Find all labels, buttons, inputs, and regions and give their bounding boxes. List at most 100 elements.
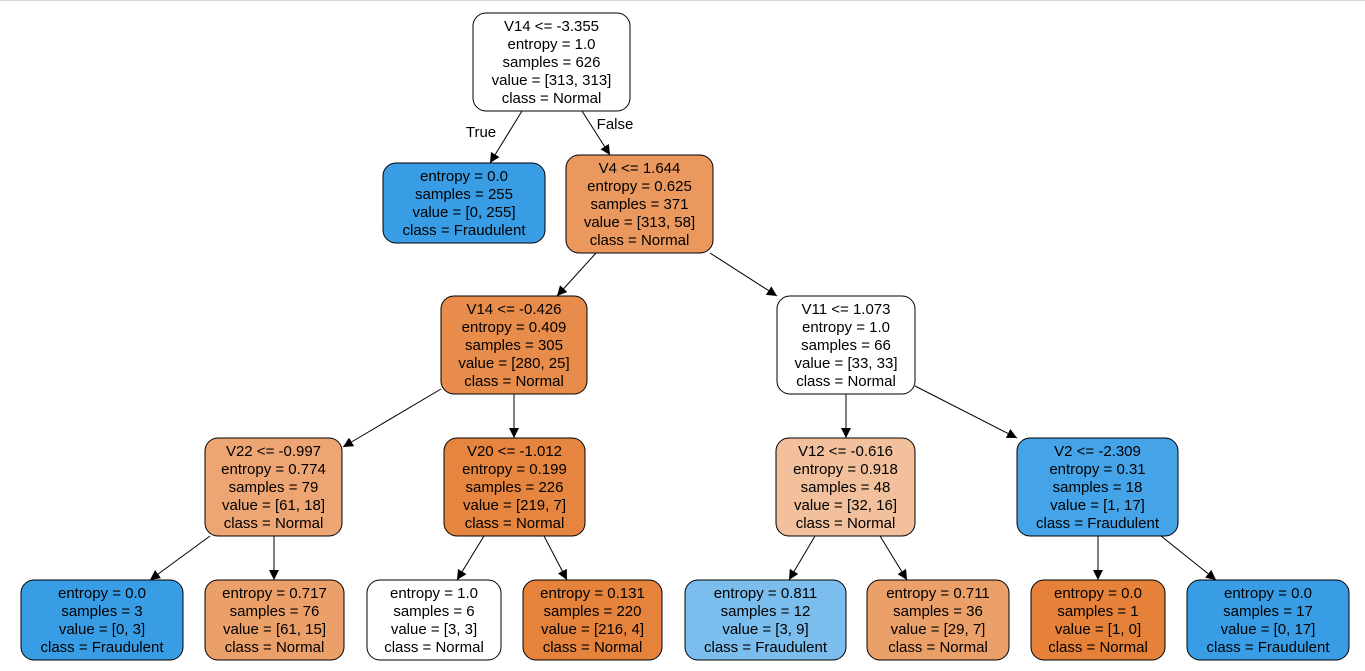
node-samples: samples = 255 xyxy=(415,186,513,203)
node-split-rule: V14 <= -0.426 xyxy=(466,301,561,318)
node-samples: samples = 48 xyxy=(801,479,891,496)
node-samples: samples = 371 xyxy=(591,196,689,213)
node-value: value = [29, 7] xyxy=(891,621,986,638)
edge-n0-n2: False xyxy=(581,110,633,156)
node-box xyxy=(1030,579,1166,661)
node-value: value = [32, 16] xyxy=(794,497,897,514)
node-entropy: entropy = 0.31 xyxy=(1049,461,1145,478)
edge-arrow xyxy=(556,252,597,297)
node-box xyxy=(522,579,663,661)
node-class: class = Normal xyxy=(796,373,896,390)
node-split-rule: V11 <= 1.073 xyxy=(802,301,891,318)
node-class: class = Normal xyxy=(465,515,565,532)
node-class: class = Fraudulent xyxy=(41,639,165,656)
node-value: value = [280, 25] xyxy=(458,355,569,372)
node-class: class = Normal xyxy=(224,515,324,532)
edge-arrow xyxy=(581,110,611,156)
node-samples: samples = 17 xyxy=(1223,603,1313,620)
node-entropy: entropy = 0.131 xyxy=(540,585,645,602)
node-class: class = Fraudulent xyxy=(1207,639,1331,656)
node-box xyxy=(366,579,502,661)
edge-arrow xyxy=(709,252,778,297)
node-entropy: entropy = 1.0 xyxy=(508,36,596,53)
node-samples: samples = 12 xyxy=(721,603,811,620)
node-value: value = [61, 18] xyxy=(222,497,325,514)
node-entropy: entropy = 0.199 xyxy=(462,461,567,478)
node-split-rule: V2 <= -2.309 xyxy=(1054,443,1141,460)
node-samples: samples = 79 xyxy=(229,479,319,496)
node-box xyxy=(204,579,345,661)
edge-n7-n14 xyxy=(879,535,908,581)
node-box xyxy=(776,295,916,395)
node-value: value = [313, 313] xyxy=(492,72,612,89)
node-samples: samples = 76 xyxy=(230,603,320,620)
node-entropy: entropy = 0.717 xyxy=(222,585,327,602)
node-split-rule: V4 <= 1.644 xyxy=(599,160,681,177)
node-entropy: entropy = 0.625 xyxy=(587,178,692,195)
node-box xyxy=(684,579,847,661)
node-value: value = [1, 0] xyxy=(1055,621,1141,638)
node-samples: samples = 6 xyxy=(393,603,474,620)
node-entropy: entropy = 0.409 xyxy=(462,319,567,336)
node-class: class = Normal xyxy=(888,639,988,656)
node-samples: samples = 220 xyxy=(544,603,642,620)
node-entropy: entropy = 0.0 xyxy=(1054,585,1142,602)
node-entropy: entropy = 0.811 xyxy=(714,585,818,602)
node-box xyxy=(20,579,184,661)
node-value: value = [1, 17] xyxy=(1050,497,1145,514)
edge-n7-n13 xyxy=(788,535,816,581)
node-split-rule: V12 <= -0.616 xyxy=(798,443,893,460)
node-box xyxy=(382,162,546,244)
edge-n5-n9 xyxy=(149,535,211,581)
node-entropy: entropy = 0.918 xyxy=(793,461,898,478)
edge-n0-n1: True xyxy=(466,110,523,164)
node-value: value = [0, 17] xyxy=(1221,621,1316,638)
node-value: value = [0, 3] xyxy=(59,621,145,638)
node-value: value = [313, 58] xyxy=(584,214,695,231)
node-samples: samples = 305 xyxy=(465,337,563,354)
edge-n2-n3 xyxy=(556,252,597,297)
node-value: value = [61, 15] xyxy=(223,621,326,638)
edge-arrow xyxy=(879,535,908,581)
edge-n8-n16 xyxy=(1160,535,1217,581)
node-entropy: entropy = 0.774 xyxy=(221,461,326,478)
edge-n2-n4 xyxy=(709,252,778,297)
node-value: value = [216, 4] xyxy=(541,621,644,638)
node-split-rule: V22 <= -0.997 xyxy=(226,443,321,460)
edge-label-true: True xyxy=(466,124,496,141)
edge-arrow xyxy=(914,385,1018,439)
node-box xyxy=(443,437,586,537)
node-box xyxy=(565,154,714,254)
node-value: value = [219, 7] xyxy=(463,497,566,514)
node-box xyxy=(204,437,343,537)
node-entropy: entropy = 1.0 xyxy=(390,585,478,602)
node-entropy: entropy = 1.0 xyxy=(802,319,890,336)
node-class: class = Fraudulent xyxy=(704,639,828,656)
edge-arrow xyxy=(149,535,211,581)
node-entropy: entropy = 0.0 xyxy=(1224,585,1312,602)
node-entropy: entropy = 0.711 xyxy=(886,585,990,602)
node-value: value = [3, 3] xyxy=(391,621,477,638)
node-samples: samples = 36 xyxy=(893,603,983,620)
node-value: value = [0, 255] xyxy=(413,204,516,221)
node-class: class = Normal xyxy=(796,515,896,532)
node-class: class = Normal xyxy=(225,639,325,656)
edge-arrow xyxy=(543,535,568,581)
node-samples: samples = 66 xyxy=(801,337,891,354)
top-border xyxy=(0,0,1365,1)
